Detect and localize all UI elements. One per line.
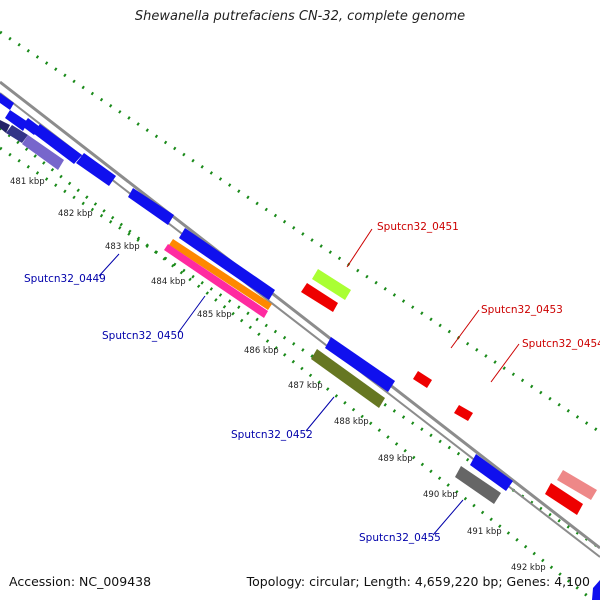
kbp-tick-label: 488 kbp [334,417,369,427]
outer-gc-track [0,30,600,434]
gene-block[interactable] [301,283,338,312]
leader-line [450,309,480,349]
gene-block[interactable] [454,405,473,421]
kbp-tick-label: 485 kbp [197,310,232,320]
gene-block[interactable] [470,454,513,491]
gene-block[interactable] [325,337,395,392]
genome-summary-text: Topology: circular; Length: 4,659,220 bp… [246,574,590,589]
gene-block[interactable] [311,349,385,408]
gene-block[interactable] [312,269,351,300]
kbp-tick-label: 484 kbp [151,277,186,287]
kbp-tick-label: 489 kbp [378,454,413,464]
gene-label-0450[interactable]: Sputcn32_0450 [102,330,184,342]
kbp-tick-label: 486 kbp [244,346,279,356]
accession-text: Accession: NC_009438 [9,574,152,589]
kbp-tick-label: 487 kbp [288,381,323,391]
gene-block[interactable] [169,239,272,310]
leader-line [346,228,373,268]
kbp-tick-label: 490 kbp [423,490,458,500]
gene-block[interactable] [164,244,268,318]
gene-block[interactable] [413,371,432,388]
kbp-tick-label: 492 kbp [511,563,546,573]
gene-block[interactable] [455,466,501,504]
gene-block[interactable] [179,228,275,300]
kbp-tick-label: 482 kbp [58,209,93,219]
gene-label-0452[interactable]: Sputcn32_0452 [231,429,313,441]
leader-line [490,343,520,383]
gene-block[interactable] [0,120,10,133]
map-title: Shewanella putrefaciens CN-32, complete … [134,9,466,24]
gene-block[interactable] [557,470,597,500]
gene-label-0455[interactable]: Sputcn32_0455 [359,532,441,544]
gene-block[interactable] [33,124,82,164]
kbp-tick-label: 491 kbp [467,527,502,537]
gene-block[interactable] [22,135,64,170]
gene-label-0454[interactable]: Sputcn32_0454 [522,338,600,350]
leader-line [432,499,464,536]
gene-label-0451[interactable]: Sputcn32_0451 [377,221,459,233]
leader-line [177,295,206,334]
leader-line [98,253,120,277]
gene-label-0449[interactable]: Sputcn32_0449 [24,273,106,285]
leader-line [305,396,335,432]
gene-block[interactable] [0,93,14,110]
gene-block[interactable] [545,483,583,515]
gene-block[interactable] [76,153,116,186]
gene-block[interactable] [6,125,28,143]
inner-gc-track [0,126,591,600]
gene-block[interactable] [592,580,600,600]
gene-label-0453[interactable]: Sputcn32_0453 [481,304,563,316]
kbp-tick-label: 481 kbp [10,177,45,187]
gene-block[interactable] [128,188,174,225]
kbp-tick-label: 483 kbp [105,242,140,252]
genome-backbone [0,80,600,550]
